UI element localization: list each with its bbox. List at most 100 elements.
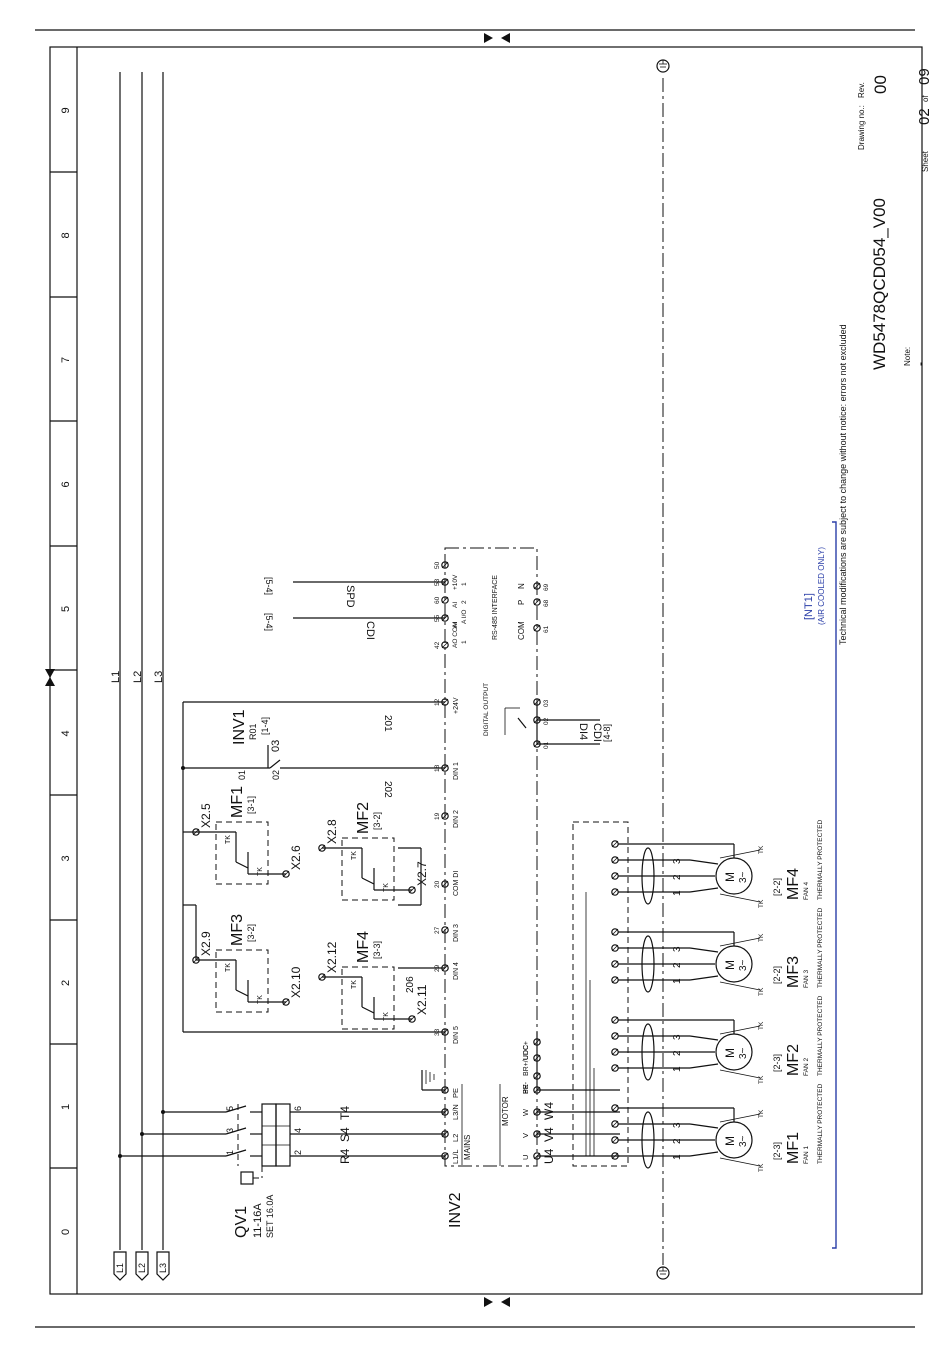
tk-label: TK — [758, 1163, 765, 1172]
breaker-qv1 — [118, 1103, 291, 1185]
qv1-pole-2: 2 — [293, 1150, 303, 1155]
contact-tag: MF2 — [355, 802, 372, 834]
analog-terminal — [441, 561, 449, 569]
din-label: DIN 1 — [453, 762, 460, 780]
contact-ref: [3-1] — [246, 796, 256, 814]
motor-terminal-label: V — [521, 1133, 530, 1138]
qv1-pole-3: 3 — [225, 1128, 235, 1133]
breaker-range: 11-16A — [252, 1203, 264, 1238]
tk-label: TK — [257, 867, 264, 876]
bus-terminal-l1: L1 — [113, 1251, 127, 1281]
tk-label: TK — [225, 835, 232, 844]
din-terminal — [441, 880, 449, 888]
relay-c03: 03 — [270, 740, 282, 752]
pe-earth-symbol-bottom — [656, 1266, 670, 1280]
fan-terminal — [611, 976, 619, 984]
qv1-pole-5: 5 — [225, 1106, 235, 1111]
tk-label: TK — [758, 1075, 765, 1084]
fan-ref: [2-3] — [772, 1054, 782, 1072]
column-number: 5 — [60, 606, 72, 612]
terminal-label: X2.12 — [325, 941, 339, 973]
wire-t4: T4 — [338, 1106, 352, 1120]
motor-phase: 3~ — [738, 1135, 749, 1147]
relay-c01: 01 — [237, 770, 247, 780]
cable-core: 1 — [672, 1154, 683, 1160]
relay-c02: 02 — [271, 770, 281, 780]
breaker-setting: SET 16.0A — [265, 1195, 275, 1238]
cable-core: 1 — [672, 1066, 683, 1072]
relay-contact-inv1 — [267, 745, 281, 769]
dc-terminal-label: BR+/UDC+ — [523, 1041, 530, 1076]
tk-label: TK — [758, 987, 765, 996]
of-label: of — [921, 95, 930, 102]
fan-terminal — [611, 960, 619, 968]
column-number: 3 — [60, 855, 72, 861]
cable-core: 3 — [672, 946, 683, 952]
bus-terminal-l2: L2 — [135, 1251, 149, 1281]
tk-label: TK — [351, 980, 358, 989]
fan-terminal — [611, 856, 619, 864]
mains-terminal — [441, 1130, 449, 1138]
fan-terminal — [611, 1136, 619, 1144]
cable-core: 3 — [672, 1122, 683, 1128]
din-label: COM DI — [453, 871, 460, 896]
tk-label: TK — [225, 963, 232, 972]
relay-sub: R01 — [248, 723, 258, 740]
fan-pe-terminal — [611, 840, 619, 848]
rs485-pin: N — [517, 583, 526, 589]
fan-terminal — [611, 872, 619, 880]
terminal-label: X2.8 — [325, 819, 339, 844]
l2-label: L2 — [132, 671, 144, 683]
wire-u4: U4 — [542, 1148, 556, 1164]
fan-terminal — [611, 1064, 619, 1072]
tk-label: TK — [758, 1021, 765, 1030]
wire-s4: S4 — [338, 1127, 352, 1142]
din-terminal — [441, 812, 449, 820]
fan-tag: MF4 — [785, 868, 802, 900]
motor-m: M — [723, 1136, 737, 1146]
qv1-pole-6: 6 — [293, 1106, 303, 1111]
signal-cdi-ref: [5-4] — [264, 613, 274, 631]
terminal-label: X2.7 — [415, 861, 429, 886]
fan-name: FAN 2 — [803, 1058, 810, 1076]
svg-text:L1: L1 — [115, 1263, 125, 1273]
wire-w4: W4 — [542, 1102, 556, 1120]
analog-sub: 2 — [461, 600, 468, 604]
dc-terminal-label: UDC- — [523, 1042, 530, 1060]
analog-number: 42 — [434, 641, 441, 649]
column-number: 8 — [60, 232, 72, 238]
drawing-no-label: Drawing no.: — [857, 105, 866, 150]
column-number: 2 — [60, 980, 72, 986]
contact-ref: [3-3] — [372, 941, 382, 959]
din-label: DIN 3 — [453, 924, 460, 942]
note-box-text: (AIR COOLED ONLY) — [817, 547, 826, 625]
column-number: 4 — [60, 730, 72, 736]
analog-terminal — [441, 596, 449, 604]
fan-terminal — [611, 944, 619, 952]
tk-label: TK — [758, 845, 765, 854]
svg-text:L3: L3 — [158, 1263, 168, 1273]
terminal-label: X2.5 — [199, 803, 213, 828]
qv1-pole-1: 1 — [225, 1150, 235, 1155]
rs485-terminal — [533, 582, 541, 590]
relay-ref: [1-4] — [260, 717, 270, 735]
mains-terminal-label: PE — [451, 1088, 460, 1098]
contact-ref: [3-2] — [246, 924, 256, 942]
fan-tag: MF2 — [785, 1044, 802, 1076]
column-number: 0 — [60, 1229, 72, 1235]
din-label: DIN 4 — [453, 962, 460, 980]
mains-terminal — [441, 1108, 449, 1116]
thermal-contacts: X2.5X2.6TKTKMF1[3-1]X2.8X2.7TKTKMF2[3-2]… — [192, 786, 429, 1030]
column-number: 1 — [60, 1104, 72, 1110]
din-terminal — [441, 926, 449, 934]
fan-pe-terminal — [611, 928, 619, 936]
fan-name: FAN 4 — [803, 882, 810, 900]
terminal-label: X2.9 — [199, 931, 213, 956]
cable-core: 1 — [672, 978, 683, 984]
cable-core: 2 — [672, 1138, 683, 1144]
drawing-no: WD5478QCD054_V00 — [870, 198, 889, 370]
